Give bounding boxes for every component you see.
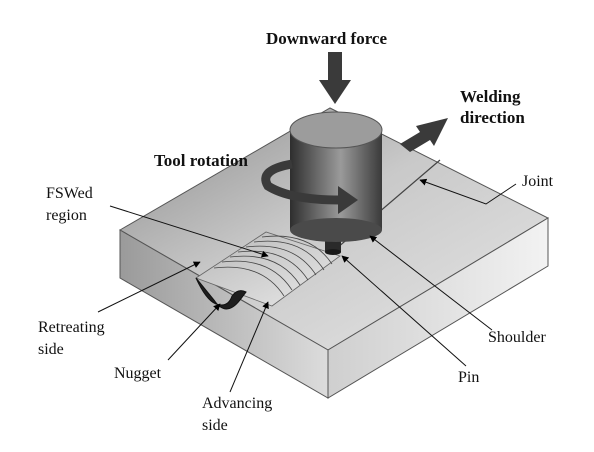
nugget-shape <box>195 277 247 310</box>
tool-shoulder-top <box>289 111 383 149</box>
tool-rotation-arrow <box>261 159 341 205</box>
welding-direction-label-line1: Welding <box>460 87 521 106</box>
shoulder-leader <box>369 235 493 331</box>
tool-rotation-arrowhead <box>338 186 358 214</box>
retreating-side-label-line2: side <box>38 341 64 358</box>
tool-rotation-label: Tool rotation <box>154 151 249 170</box>
weld-ripples <box>213 235 333 297</box>
leader-lines <box>97 178 517 393</box>
plate-right-face <box>327 217 549 399</box>
retreating-side-leader <box>97 261 201 313</box>
nugget-label: Nugget <box>114 365 162 382</box>
shoulder-label: Shoulder <box>488 329 546 346</box>
fswed-region-label-line1: FSWed <box>46 185 93 202</box>
fswed-region-leader <box>109 205 269 258</box>
advancing-side-leader <box>229 301 269 393</box>
welding-direction-arrow <box>400 118 448 152</box>
pin-leader <box>341 255 467 367</box>
pin-bottom <box>325 249 341 255</box>
welding-direction-label-line2: direction <box>460 108 525 127</box>
downward-force-label: Downward force <box>266 29 387 48</box>
advancing-side-label-line1: Advancing <box>202 395 272 412</box>
downward-force-shaft <box>328 52 342 82</box>
nugget-leader <box>167 303 221 361</box>
joint-leader <box>419 178 517 205</box>
tool-shoulder-bottom <box>290 218 382 242</box>
downward-force-arrowhead <box>319 80 351 104</box>
advancing-side-label-line2: side <box>202 417 228 434</box>
joint-label: Joint <box>522 173 554 190</box>
fswed-region-label-line2: region <box>46 207 87 224</box>
pin-label: Pin <box>458 369 479 386</box>
retreating-side-label-line1: Retreating <box>38 319 105 336</box>
